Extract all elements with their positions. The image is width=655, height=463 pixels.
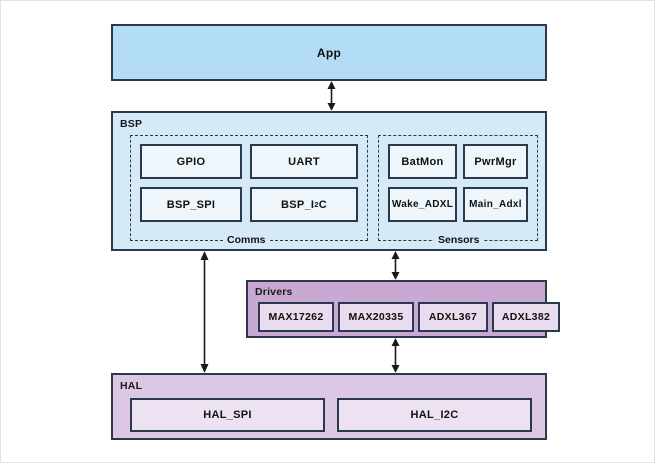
bsp-module-batmon[interactable]: BatMon: [388, 144, 457, 179]
connector-drivers-to-hal: [389, 338, 402, 373]
hal-module-hal-i2c[interactable]: HAL_I2C: [337, 398, 532, 432]
bsp-module-gpio[interactable]: GPIO: [140, 144, 242, 179]
connector-app-to-bsp: [325, 81, 338, 111]
bsp-module-main-adxl[interactable]: Main_Adxl: [463, 187, 528, 222]
bsp-module-bsp-spi[interactable]: BSP_SPI: [140, 187, 242, 222]
bsp-module-bsp-i2c-prefix: BSP_I: [280, 198, 315, 211]
bsp-module-uart[interactable]: UART: [250, 144, 358, 179]
connector-bsp-to-drivers: [389, 251, 402, 280]
drivers-layer-label: Drivers: [255, 286, 293, 298]
bsp-module-wake-adxl[interactable]: Wake_ADXL: [388, 187, 457, 222]
connector-bsp-to-hal: [198, 251, 211, 373]
driver-adxl367[interactable]: ADXL367: [418, 302, 488, 332]
bsp-module-bsp-i2c-suffix: C: [318, 198, 327, 211]
app-layer-box[interactable]: App: [111, 24, 547, 81]
bsp-group-sensors-caption: Sensors: [434, 234, 484, 246]
bsp-module-pwrmgr[interactable]: PwrMgr: [463, 144, 528, 179]
driver-max17262[interactable]: MAX17262: [258, 302, 334, 332]
bsp-layer-label: BSP: [120, 118, 143, 130]
hal-layer-label: HAL: [120, 380, 143, 392]
bsp-group-comms-caption: Comms: [223, 234, 270, 246]
driver-adxl382[interactable]: ADXL382: [492, 302, 560, 332]
drivers-layer-box[interactable]: Drivers MAX17262 MAX20335 ADXL367 ADXL38…: [246, 280, 560, 338]
app-layer-label: App: [316, 45, 342, 60]
driver-max20335[interactable]: MAX20335: [338, 302, 414, 332]
hal-layer-box[interactable]: HAL HAL_SPI HAL_I2C: [111, 373, 547, 440]
hal-module-hal-spi[interactable]: HAL_SPI: [130, 398, 325, 432]
